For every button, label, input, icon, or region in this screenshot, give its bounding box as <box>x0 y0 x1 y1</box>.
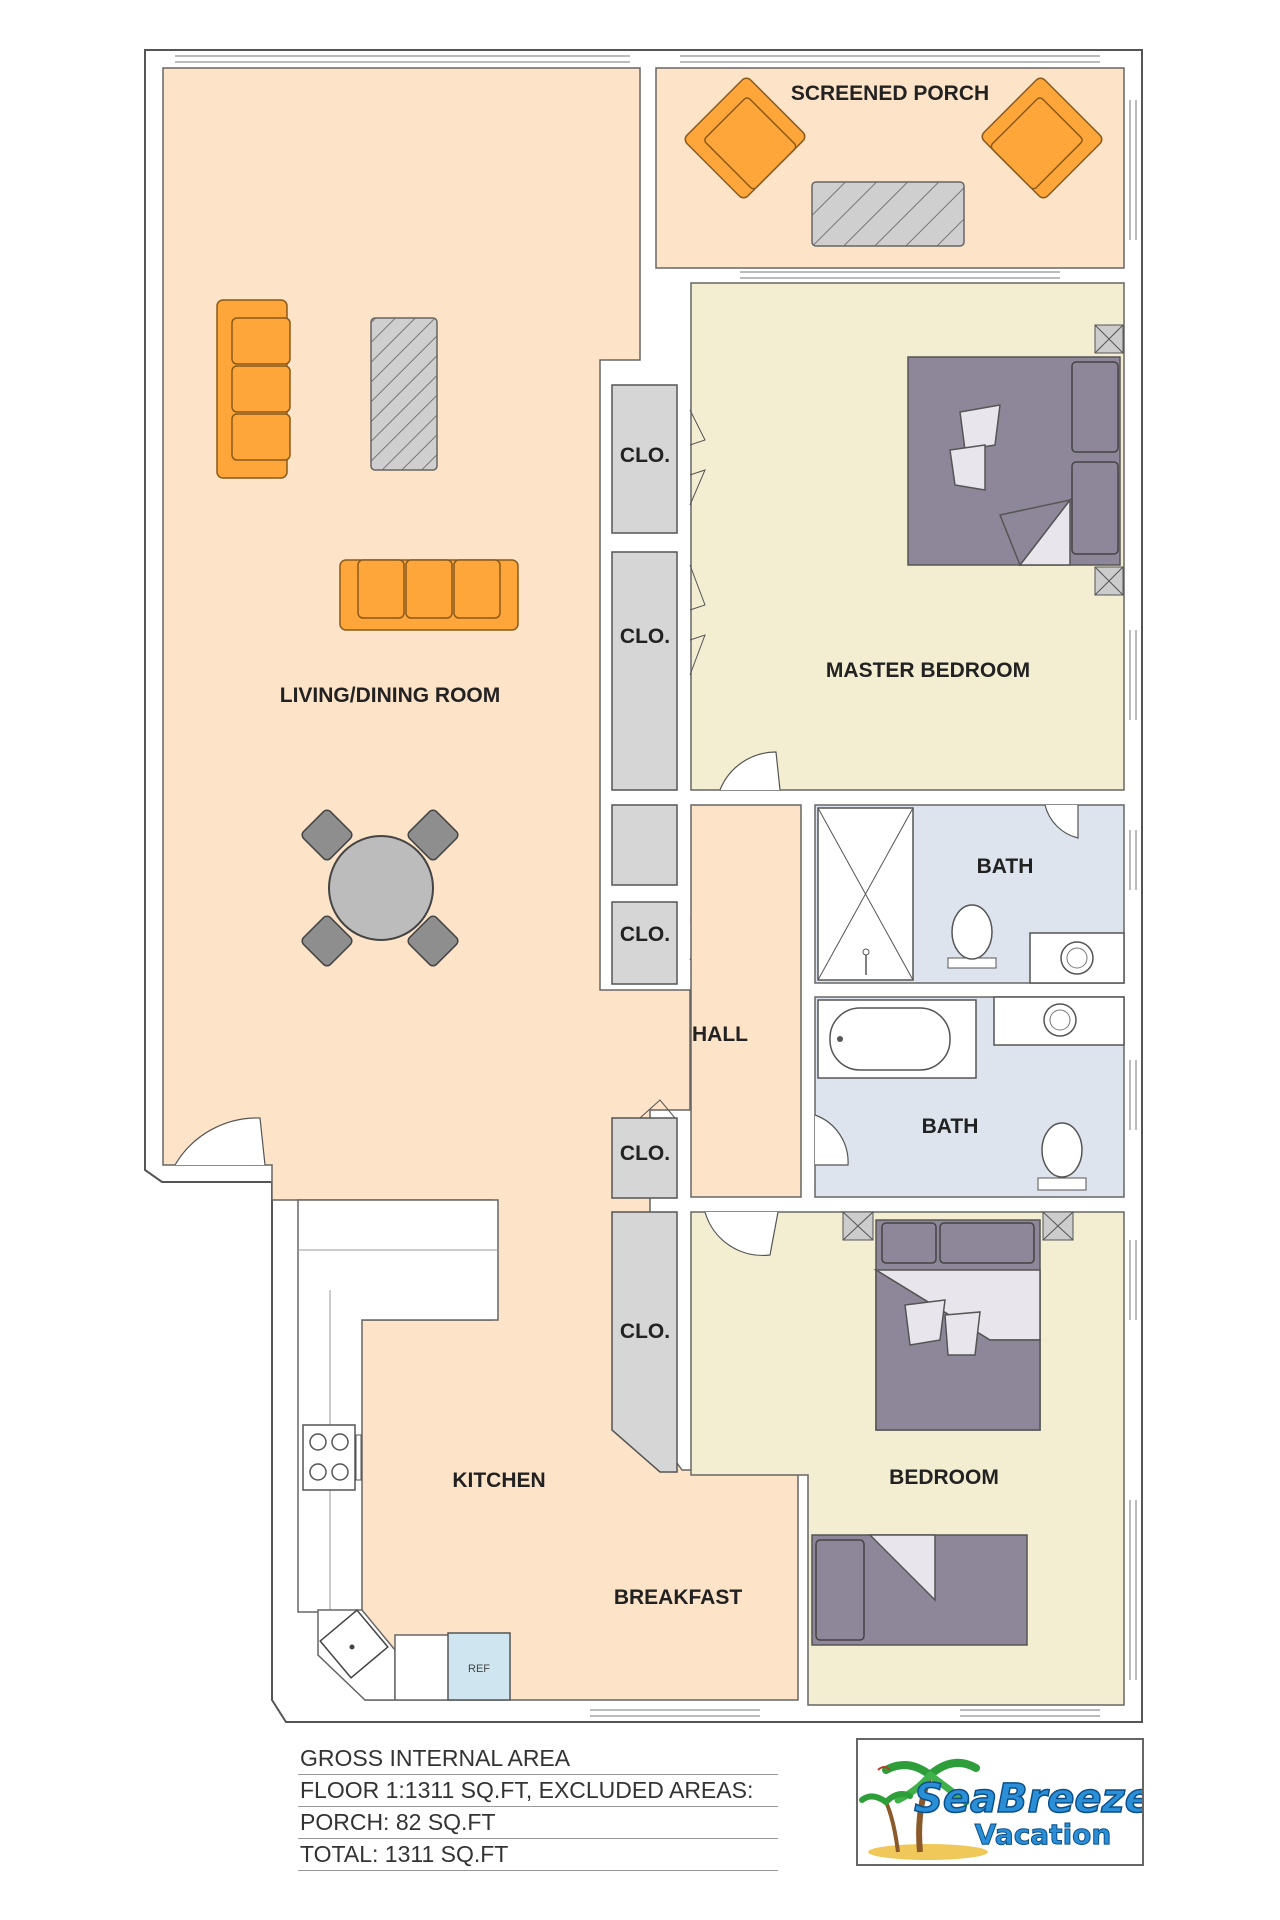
door-swing-icon <box>1044 804 1079 839</box>
area-line: TOTAL: 1311 SQ.FT <box>298 1839 778 1871</box>
bathtub-icon <box>817 999 977 1079</box>
ref-label: REF <box>468 1663 490 1675</box>
sofa-icon <box>339 559 519 631</box>
stove-icon <box>302 1424 362 1491</box>
toilet-icon <box>947 904 997 969</box>
breakfast-label: BREAKFAST <box>614 1586 743 1609</box>
sofa-icon <box>216 299 291 479</box>
dining-table-icon <box>301 809 459 967</box>
coffee-table-icon <box>370 317 438 471</box>
living-dining-label: LIVING/DINING ROOM <box>280 684 501 707</box>
bedroom-label: BEDROOM <box>889 1466 999 1489</box>
area-line: GROSS INTERNAL AREA <box>298 1743 778 1775</box>
second-bed-icon <box>811 1534 1028 1646</box>
bath-sink-icon <box>1029 932 1125 984</box>
porch-table-icon <box>811 181 965 247</box>
bath-1-label: BATH <box>977 855 1034 878</box>
toilet-icon <box>1037 1122 1087 1191</box>
hall-label: HALL <box>692 1023 748 1046</box>
refrigerator-icon: REF <box>447 1632 511 1701</box>
screened-porch-label: SCREENED PORCH <box>791 82 989 105</box>
door-swing-icon <box>814 1114 849 1166</box>
closet-label: CLO. <box>620 444 670 467</box>
seabreeze-logo: SeaBreeze Vacation <box>856 1738 1153 1866</box>
door-swing-icon <box>174 1117 266 1166</box>
closets <box>611 384 706 1473</box>
hall-floor <box>690 804 802 1198</box>
palm-tree-icon: SeaBreeze Vacation <box>859 1758 1153 1860</box>
armchair-icon <box>981 77 1103 199</box>
bath-2-label: BATH <box>922 1115 979 1138</box>
bed-icon <box>842 1211 1074 1431</box>
logo-word: Vacation <box>975 1818 1112 1851</box>
armchair-icon <box>684 77 806 199</box>
area-line: PORCH: 82 SQ.FT <box>298 1807 778 1839</box>
door-swing-icon <box>704 1211 779 1257</box>
area-summary: GROSS INTERNAL AREA FLOOR 1:1311 SQ.FT, … <box>298 1743 778 1871</box>
master-bed-icon <box>907 324 1124 596</box>
door-swing-icon <box>719 751 781 791</box>
closet-label: CLO. <box>620 1142 670 1165</box>
closet-label: CLO. <box>620 923 670 946</box>
kitchen-counter <box>297 1199 499 1613</box>
kitchen-counter-bottom <box>394 1634 451 1701</box>
area-line: FLOOR 1:1311 SQ.FT, EXCLUDED AREAS: <box>298 1775 778 1807</box>
closet-label: CLO. <box>620 625 670 648</box>
master-bedroom-label: MASTER BEDROOM <box>826 659 1030 682</box>
windows <box>175 55 1137 1717</box>
kitchen-label: KITCHEN <box>452 1469 545 1492</box>
logo-word: SeaBreeze <box>914 1776 1142 1822</box>
shower-icon <box>817 807 914 981</box>
bath-sink-icon <box>993 996 1125 1046</box>
closet-label: CLO. <box>620 1320 670 1343</box>
